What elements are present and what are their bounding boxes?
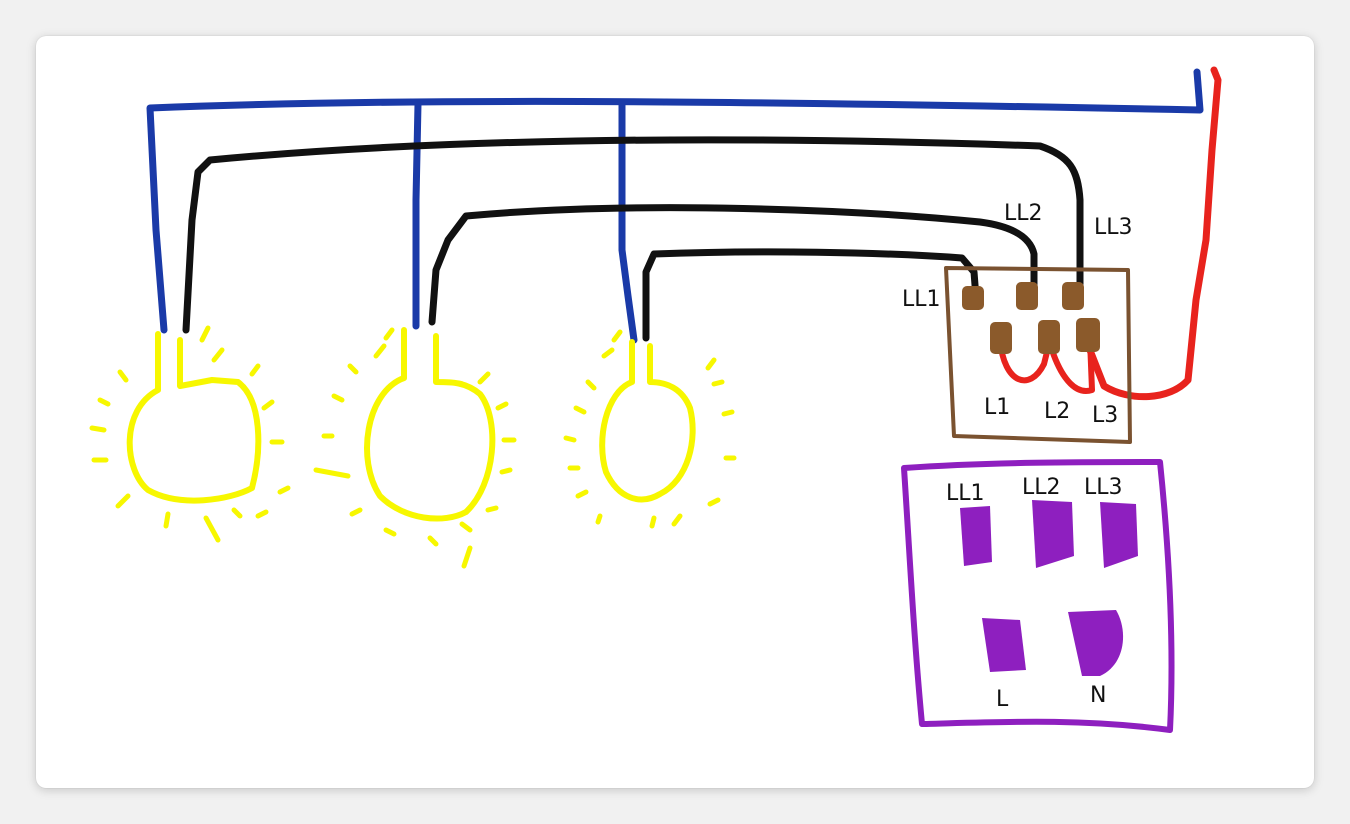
switch-terminal-ll3 xyxy=(1062,282,1084,310)
switch-terminal-ll2 xyxy=(1016,282,1038,310)
live-bridge-l2-l3 xyxy=(1049,337,1095,394)
socket-pin-ll2 xyxy=(1032,500,1074,568)
switched-wire-ll2 xyxy=(428,204,1038,326)
switch-terminal-l3 xyxy=(1076,318,1100,352)
socket-label-ll1: LL1 xyxy=(946,481,985,506)
socket-pin-ll1 xyxy=(960,506,992,566)
switch-label-ll1: LL1 xyxy=(902,287,941,312)
switch-label-l3: L3 xyxy=(1092,403,1118,428)
lamp-1 xyxy=(89,325,291,543)
live-wire xyxy=(997,66,1222,401)
switch-terminal-l2 xyxy=(1038,320,1060,354)
switch-terminal-l1 xyxy=(990,322,1012,354)
lamp-2-glow-rays xyxy=(313,327,517,569)
lamp-2 xyxy=(313,327,517,569)
socket-label-ll3: LL3 xyxy=(1084,475,1123,500)
socket-box: LL1 LL2 LL3 L N xyxy=(901,459,1175,733)
switched-wires xyxy=(182,136,1084,342)
lamp-3-glow-rays xyxy=(563,329,737,529)
lamp-3 xyxy=(563,329,737,529)
socket-pin-l xyxy=(982,618,1026,672)
lamp-2-bulb xyxy=(364,327,496,522)
switch-terminal-ll1 xyxy=(962,286,984,310)
neutral-drop-lamp-2 xyxy=(412,100,422,330)
switch-label-l2: L2 xyxy=(1044,399,1070,424)
socket-label-n: N xyxy=(1090,683,1106,708)
lamp-3-bulb xyxy=(599,339,696,503)
socket-pin-ll3 xyxy=(1100,502,1138,568)
switch-box-outline xyxy=(944,266,1132,444)
switched-wire-ll3 xyxy=(182,136,1084,334)
switched-wire-ll1 xyxy=(642,248,980,342)
neutral-main-run xyxy=(146,68,1204,334)
switch-label-l1: L1 xyxy=(984,395,1010,420)
socket-pins xyxy=(960,500,1138,676)
neutral-drop-lamp-3 xyxy=(618,99,638,344)
socket-label-l: L xyxy=(996,687,1009,712)
socket-pin-n xyxy=(1068,610,1124,676)
neutral-wire xyxy=(146,68,1204,344)
switch-label-ll3: LL3 xyxy=(1094,215,1133,240)
live-bridge-l1-l2 xyxy=(997,337,1053,384)
live-main-run xyxy=(1082,66,1222,401)
switch-box: LL2 LL3 LL1 L1 L2 L3 xyxy=(902,201,1133,444)
switch-terminals xyxy=(962,282,1100,354)
socket-box-outline xyxy=(901,459,1175,733)
lamp-1-glow-rays xyxy=(89,325,291,543)
socket-label-ll2: LL2 xyxy=(1022,475,1061,500)
lamp-1-bulb xyxy=(126,331,262,504)
switch-label-ll2: LL2 xyxy=(1004,201,1043,226)
